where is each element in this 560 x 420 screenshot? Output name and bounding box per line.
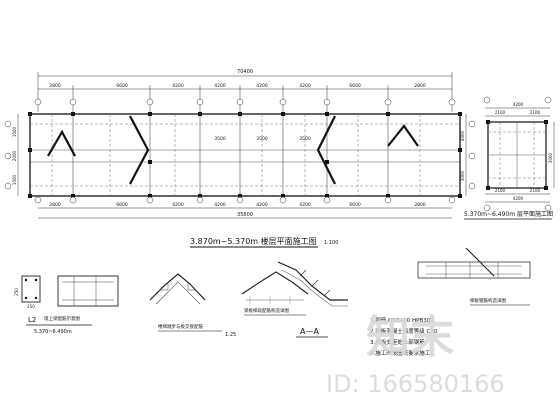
right-dim: 3000: [460, 170, 465, 181]
small-plan-top-dim: 2100: [530, 110, 541, 115]
bay-dim: 4200: [299, 202, 311, 208]
detail-rebar: 梯板钢筋构造详图: [417, 247, 531, 306]
note-line: 3.梯板支座处上部钢筋: [370, 338, 425, 346]
bottom-bay-dims: 2800 6600 4200 4200 4200 4200 6600 2800: [49, 202, 426, 208]
detail-beam-title: 梁板梯段配筋构造详图: [244, 307, 289, 314]
bay-dim: 4200: [214, 83, 226, 89]
notes: 1.钢筋 HRB400 HPB300 2.梁板混凝土强度等级 C30 3.梯板支…: [370, 316, 438, 357]
small-plan-title: 5.370m~6.490m 层平面施工图: [464, 210, 553, 218]
detail-stair-scale: 1:25: [225, 332, 236, 338]
small-plan-side-dim: 3000: [548, 152, 553, 163]
bay-dim: 6600: [349, 83, 361, 89]
bay-dim: 4200: [299, 83, 311, 89]
small-plan-bottom-dim: 2100: [530, 188, 541, 193]
watermark-logo: 知末: [366, 312, 454, 363]
detail-stair-title: 楼梯踏步与板交接配筋: [158, 323, 203, 330]
note-line: 1.钢筋 HRB400 HPB300: [370, 316, 434, 324]
bay-dim: 4200: [256, 83, 268, 89]
bay-dim: 4200: [172, 202, 184, 208]
overall-dimension: 70400: [237, 69, 253, 75]
span-label: 3500: [256, 136, 268, 142]
detail-l2-level: 5.370~6.490m: [34, 329, 72, 335]
overall-dimension-bottom: 35600: [237, 212, 253, 218]
section-aa-label: A—A: [300, 327, 319, 336]
main-plan-scale: 1:100: [324, 240, 338, 246]
bay-dim: 6600: [116, 202, 128, 208]
note-line: 2.梁板混凝土强度等级 C30: [370, 327, 438, 335]
bay-dim: 2800: [49, 202, 61, 208]
bay-dim: 6600: [349, 202, 361, 208]
top-bay-dims: 2800 6600 4200 4200 4200 4200 6600 2800: [49, 83, 426, 89]
span-label: 3500: [214, 136, 226, 142]
bay-dim: 2800: [49, 83, 61, 89]
left-dim: 2000: [12, 150, 17, 161]
small-plan-top-dim: 4200: [513, 102, 524, 107]
small-plan-top-dim: 2100: [495, 110, 506, 115]
detail-l2-subtitle: 雨上梁配筋示意图: [44, 315, 80, 322]
span-label: 3500: [299, 136, 311, 142]
detail-l2-title: L2: [28, 316, 36, 324]
detail-beam-slab: 梁板梯段配筋构造详图: [241, 271, 309, 316]
small-plan-bottom-dim: 4200: [513, 196, 524, 201]
left-dims: 1500 2000 1500: [12, 126, 17, 185]
detail-stair-step: 楼梯踏步与板交接配筋 1:25: [149, 273, 236, 338]
note-line: 4.施工时按图纸要求施工: [370, 349, 431, 357]
watermark: 知末 ID: 166580166: [326, 312, 505, 398]
bay-dim: 4200: [172, 83, 184, 89]
small-plan-bottom-dim: 2100: [495, 188, 506, 193]
main-plan: 70400 2800 6600 4200 4200 4200 4200 6600…: [4, 69, 476, 248]
detail-dim: 250: [27, 304, 35, 309]
small-plan: 4200 2100 2100 3000 2100 2100 4200 5.370…: [464, 96, 555, 220]
watermark-id: ID: 166580166: [326, 370, 505, 398]
right-dim: 4000: [460, 130, 465, 141]
detail-dim: 250: [14, 288, 19, 296]
main-plan-title: 3.870m~5.370m 楼层平面施工图: [190, 236, 317, 246]
bay-dim: 2800: [414, 202, 426, 208]
detail-l2-section: 250 250 L2 雨上梁配筋示意图 5.370~6.490m: [14, 275, 119, 335]
detail-section-aa: A—A: [277, 261, 348, 338]
left-dim: 1500: [12, 174, 17, 185]
left-dim: 1500: [12, 126, 17, 137]
bay-dim: 6600: [116, 83, 128, 89]
bay-dim: 2800: [414, 83, 426, 89]
bay-dim: 4200: [256, 202, 268, 208]
detail-rebar-title: 梯板钢筋构造详图: [470, 297, 506, 304]
bay-dim: 4200: [214, 202, 226, 208]
